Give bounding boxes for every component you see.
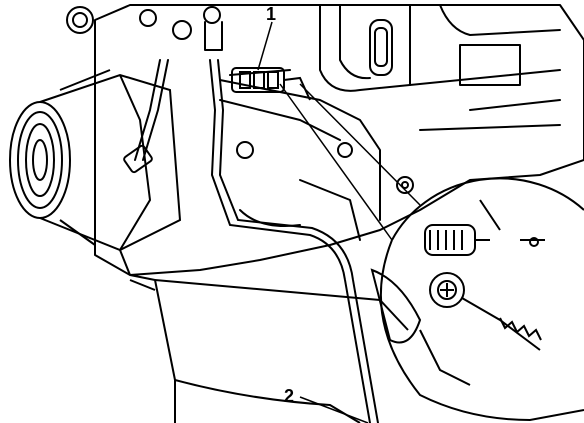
leader-lines [257,21,421,423]
callout-label-1: 1 [266,4,276,24]
oil-pan [129,274,381,423]
callout-label-2: 2 [284,386,294,406]
alternator [9,69,182,276]
wiring-harness [123,59,379,423]
engine-block [66,4,584,276]
leader-line-1 [257,21,273,71]
leader-line-2 [299,396,369,423]
magnifier-connector [279,83,393,241]
detail-magnifier [370,177,584,422]
magnifier-connector [299,83,421,206]
